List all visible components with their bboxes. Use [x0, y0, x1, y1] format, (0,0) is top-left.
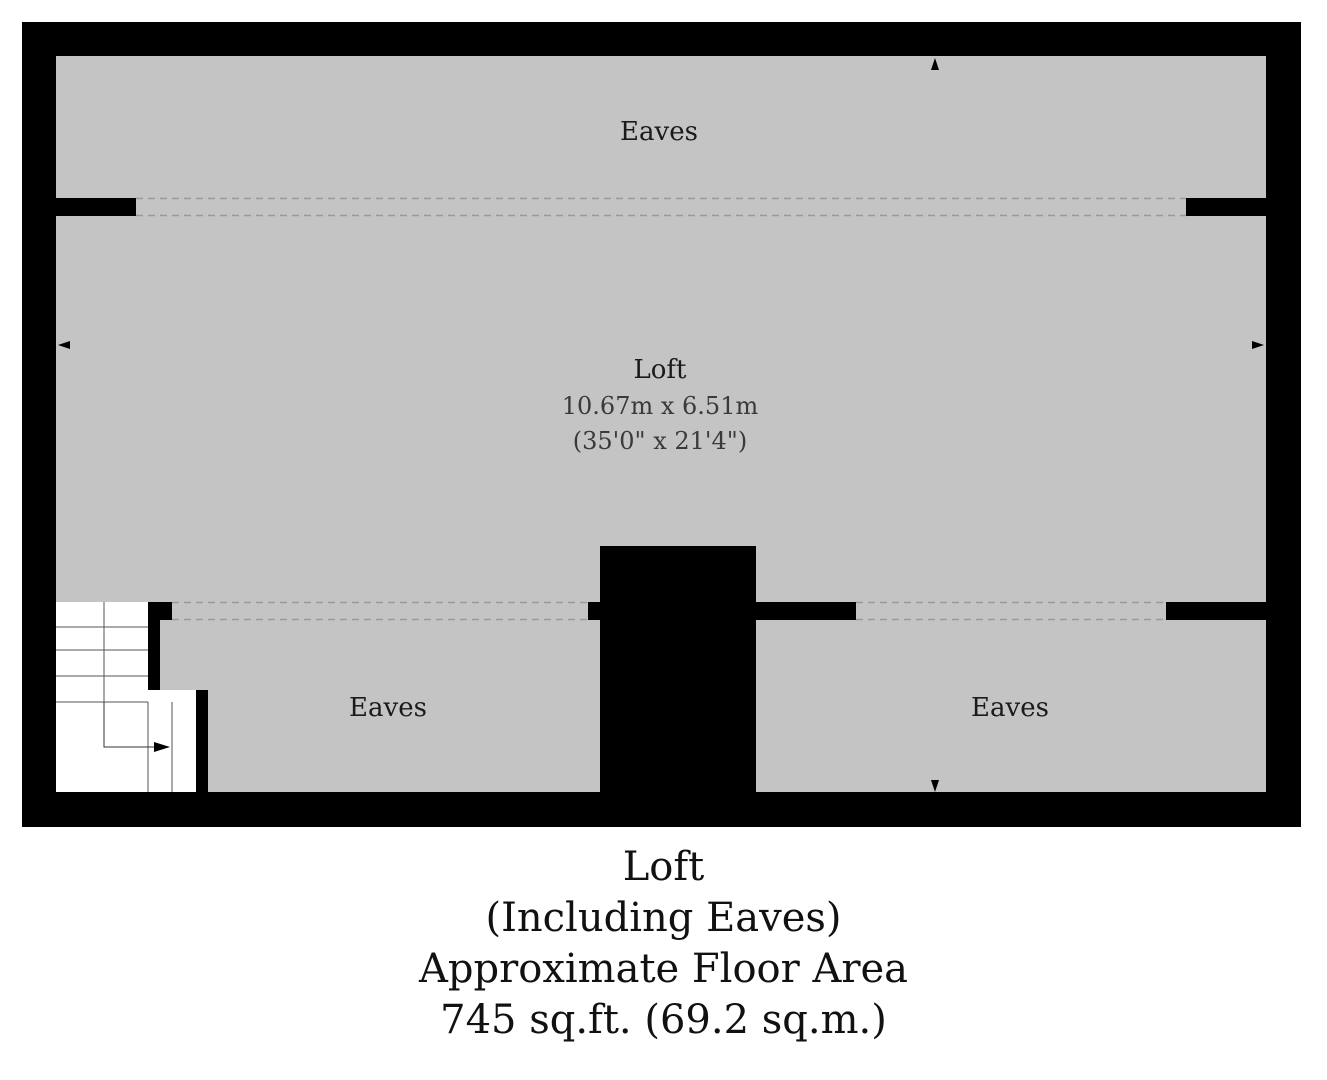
room-dimensions-imperial: (35'0" x 21'4")	[573, 427, 747, 455]
room-label-eaves-top: Eaves	[620, 117, 698, 147]
caption-floor-name: Loft	[622, 844, 705, 890]
partition-wall-bottom-mid	[754, 602, 856, 620]
room-label-eaves-bottom-left: Eaves	[349, 693, 427, 723]
partition-wall-bottom-right	[1166, 602, 1266, 620]
floor-plan-drawing: Eaves Loft 10.67m x 6.51m (35'0" x 21'4"…	[22, 22, 1301, 827]
floor-area-caption: Loft (Including Eaves) Approximate Floor…	[0, 842, 1327, 1046]
stair-wall-vertical	[148, 602, 160, 698]
dimension-arrow-left	[58, 341, 70, 349]
stair-direction-arrow	[154, 742, 170, 752]
chimney-breast	[600, 546, 756, 794]
room-dimensions-metric: 10.67m x 6.51m	[562, 392, 759, 420]
partition-wall-top-left	[56, 198, 136, 216]
dimension-arrow-top	[931, 58, 939, 70]
room-label-eaves-bottom-right: Eaves	[971, 693, 1049, 723]
caption-including-eaves: (Including Eaves)	[485, 895, 842, 941]
floor-plan: Eaves Loft 10.67m x 6.51m (35'0" x 21'4"…	[22, 22, 1301, 827]
partition-wall-bottom-chimney-stub	[588, 602, 602, 620]
room-label-loft: Loft	[634, 355, 688, 385]
caption-approximate-area-label: Approximate Floor Area	[419, 946, 908, 992]
staircase	[56, 602, 196, 792]
caption-area-value: 745 sq.ft. (69.2 sq.m.)	[440, 997, 887, 1043]
dimension-arrow-bottom	[931, 780, 939, 792]
partition-wall-top-right	[1186, 198, 1266, 216]
dimension-arrow-right	[1252, 341, 1264, 349]
stair-wall-side	[196, 690, 208, 794]
